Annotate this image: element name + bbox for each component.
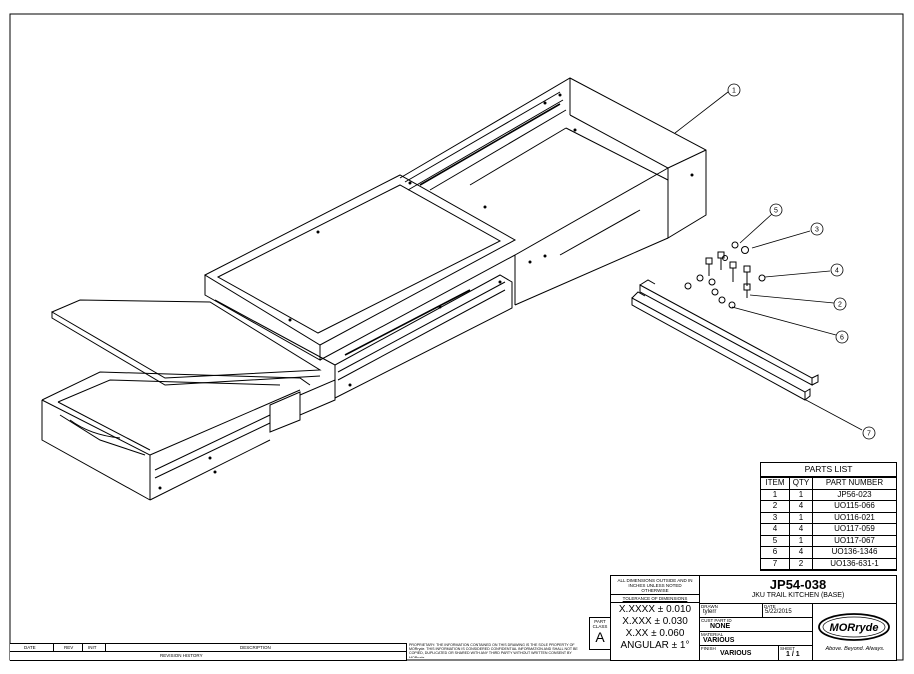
kitchen-assembly-drawing <box>41 77 819 501</box>
finish-label: FINISH <box>701 646 716 651</box>
logo-text: MORryde <box>830 622 879 634</box>
callout-label: 3 <box>815 227 819 234</box>
tolerance-line: X.XXXX ± 0.010 <box>618 604 692 615</box>
drawn-label: DRAWN <box>701 604 718 609</box>
header-part-number: PART NUMBER <box>812 477 896 490</box>
callout-3 <box>810 222 824 236</box>
part-class-label: PART CLASS <box>592 619 608 629</box>
cust-part-value: NONE <box>710 623 731 630</box>
material-label: MATERIAL <box>701 632 724 637</box>
callout-1 <box>727 83 741 97</box>
callout-label: 1 <box>732 88 736 95</box>
header-qty: QTY <box>789 477 813 490</box>
part-class-value: A <box>595 629 605 645</box>
callout-label: 4 <box>835 268 839 275</box>
proprietary-note: PROPRIETARY: THE INFORMATION CONTAINED O… <box>409 643 587 658</box>
callout-7 <box>862 426 876 440</box>
material-value: VARIOUS <box>703 637 735 644</box>
callout-label: 7 <box>867 431 871 438</box>
tolerance-block: ALL DIMENSIONS OUTSIDE AND IN INCHES UNL… <box>610 575 700 661</box>
revision-history-label: REVISION HISTORY <box>160 653 203 658</box>
callout-2 <box>833 297 847 311</box>
tolerances-label: TOLERANCE OF DIMENSIONS <box>611 594 699 603</box>
tagline: Above. Beyond. Always. <box>825 646 885 652</box>
rev-header-rev: REV <box>64 645 74 650</box>
callout-label: 6 <box>840 335 844 342</box>
drawn-by: tylerr <box>703 609 717 615</box>
sheet-label: SHEET <box>780 646 796 651</box>
callout-label: 5 <box>774 208 778 215</box>
hardware-group <box>684 241 766 309</box>
callout-4 <box>830 263 844 277</box>
rev-header-init: INIT <box>88 645 97 650</box>
parts-list-title: PARTS LIST <box>761 463 896 477</box>
date-value: 5/22/2015 <box>765 609 792 615</box>
finish-value: VARIOUS <box>720 650 752 657</box>
drawing-number: JP54-038 <box>769 577 827 592</box>
rev-header-description: DESCRIPTION <box>240 645 271 650</box>
parts-header-row: ITEM QTY PART NUMBER <box>761 477 896 490</box>
tolerance-line: ANGULAR ± 1° <box>620 640 690 651</box>
cust-part-label: CUST PART ID <box>701 618 732 623</box>
header-item: ITEM <box>761 477 790 490</box>
callouts <box>674 83 876 440</box>
morryde-logo: MORryde <box>816 612 892 642</box>
part-class-block: PART CLASS A <box>589 617 611 650</box>
rev-header-date: DATE <box>24 645 36 650</box>
date-label: DATE <box>764 604 776 609</box>
sheet-value: 1 / 1 <box>786 651 800 658</box>
mounting-holes <box>158 93 694 490</box>
tolerance-line: X.XX ± 0.060 <box>625 628 685 639</box>
drawing-title: JKU TRAIL KITCHEN (BASE) <box>751 592 845 599</box>
dimensions-note: ALL DIMENSIONS OUTSIDE AND IN INCHES UNL… <box>617 578 693 593</box>
callout-label: 2 <box>838 302 842 309</box>
tolerance-line: X.XXX ± 0.030 <box>622 616 688 627</box>
callout-5 <box>769 203 783 217</box>
revision-history: DATE REV INIT DESCRIPTION REVISION HISTO… <box>10 643 407 661</box>
title-block: JP54-038 JKU TRAIL KITCHEN (BASE) DRAWN … <box>699 575 897 661</box>
callout-6 <box>835 330 849 344</box>
